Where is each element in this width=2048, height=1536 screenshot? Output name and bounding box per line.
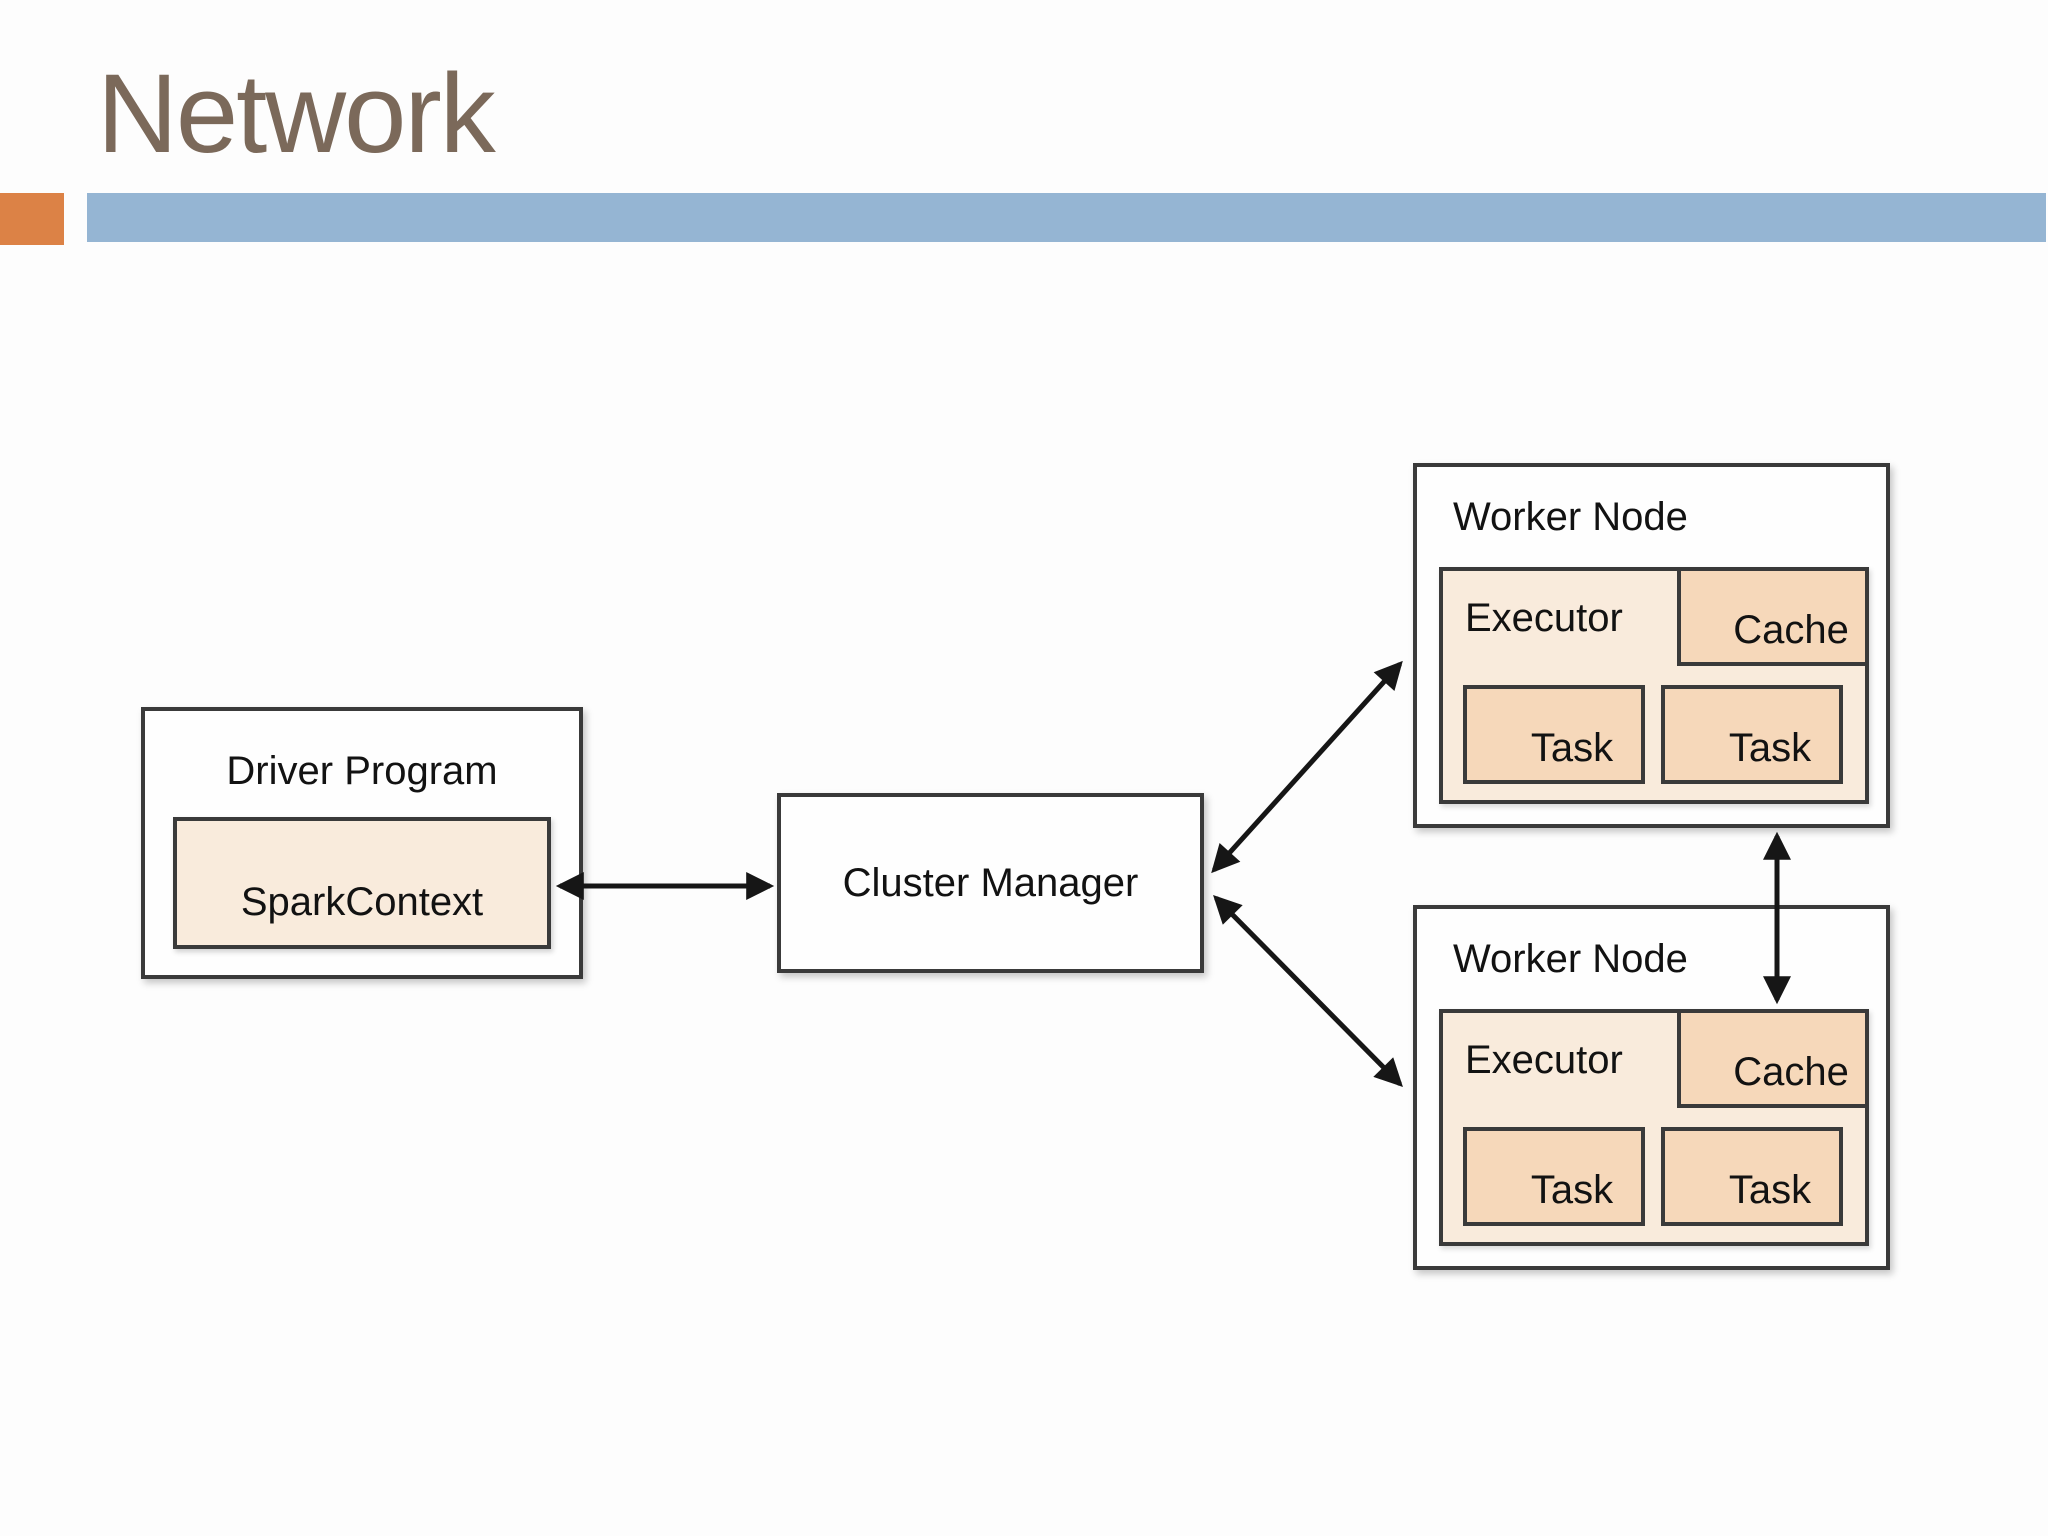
clustermanager-worker1-arrow xyxy=(1211,660,1403,874)
clustermanager-worker2-arrow xyxy=(1213,895,1403,1087)
cache-label-1: Cache xyxy=(1733,608,1849,652)
spark-context-box: SparkContext xyxy=(173,817,551,949)
cluster-manager-label: Cluster Manager xyxy=(842,860,1139,905)
task-label: Task xyxy=(1530,726,1614,770)
spark-context-label: SparkContext xyxy=(240,879,484,924)
cluster-manager-box: Cluster Manager xyxy=(777,793,1204,973)
task-box: Task xyxy=(1463,1127,1645,1226)
worker-node-1-label: Worker Node xyxy=(1453,495,1688,539)
executor-label-1: Executor xyxy=(1465,596,1623,640)
accent-blue-bar xyxy=(87,193,2046,242)
executor-label-2: Executor xyxy=(1465,1038,1623,1082)
cache-box-1: Cache xyxy=(1677,567,1869,666)
executor-box-2: Executor Cache Task Task xyxy=(1439,1009,1869,1246)
task-box: Task xyxy=(1661,1127,1843,1226)
driver-program-label: Driver Program xyxy=(226,749,498,793)
cache-label-2: Cache xyxy=(1733,1050,1849,1094)
worker-node-1-box: Worker Node Executor Cache Task Task xyxy=(1413,463,1890,828)
driver-program-box: Driver Program SparkContext xyxy=(141,707,583,979)
task-box: Task xyxy=(1661,685,1843,784)
accent-orange-square xyxy=(0,193,64,245)
task-label: Task xyxy=(1530,1168,1614,1212)
executor-box-1: Executor Cache Task Task xyxy=(1439,567,1869,804)
worker-node-2-box: Worker Node Executor Cache Task Task xyxy=(1413,905,1890,1270)
worker-node-2-label: Worker Node xyxy=(1453,937,1688,981)
task-label: Task xyxy=(1728,1168,1812,1212)
task-box: Task xyxy=(1463,685,1645,784)
cache-box-2: Cache xyxy=(1677,1009,1869,1108)
task-label: Task xyxy=(1728,726,1812,770)
page-title: Network xyxy=(97,51,496,176)
